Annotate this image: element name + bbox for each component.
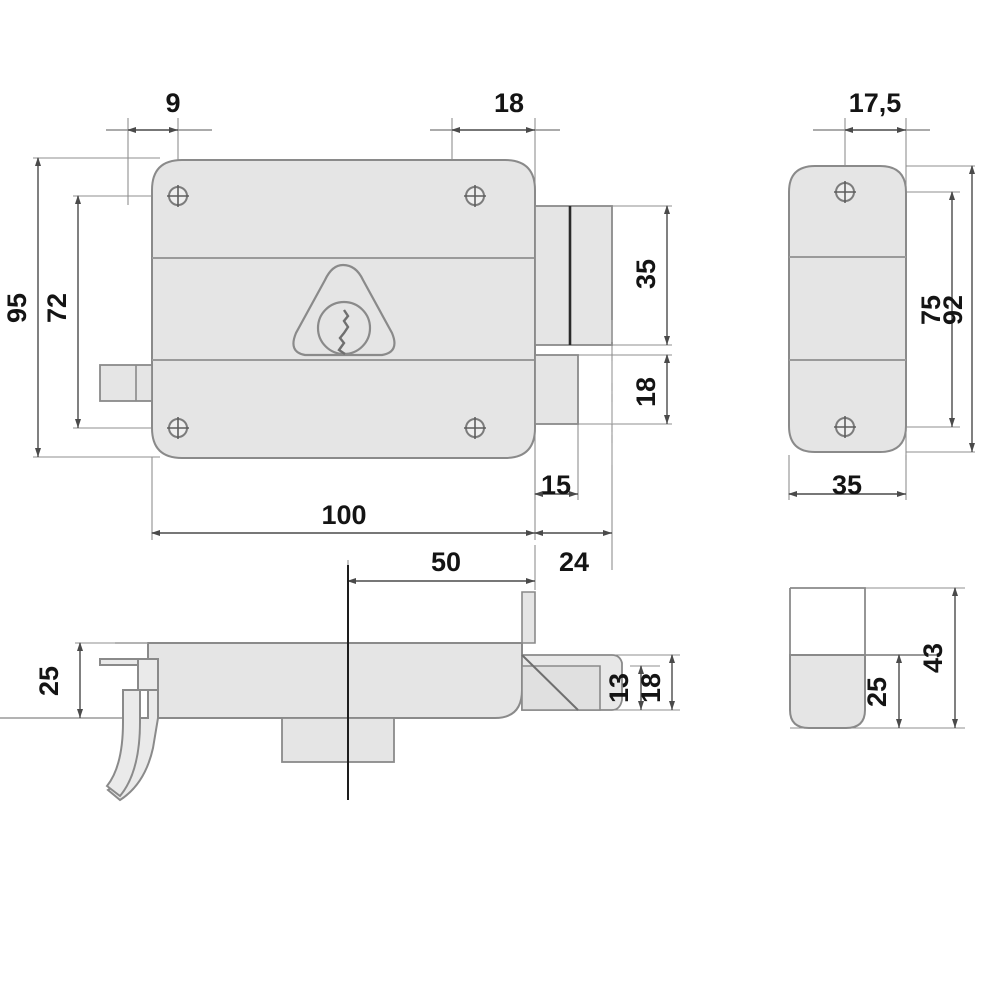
dim-label-95: 95 (2, 293, 32, 323)
front-dimension-lines (35, 127, 670, 584)
dim-label-25-left: 25 (34, 666, 64, 696)
br-outline-top (790, 587, 940, 656)
lock-body-outline (151, 159, 536, 459)
screw-hole-top-right (464, 185, 486, 207)
dim-label-18-right: 18 (631, 377, 661, 407)
dim-label-13: 13 (604, 673, 634, 703)
bolt-chamfer-line (521, 654, 579, 711)
case-section-outline (147, 642, 523, 719)
left-bolt-nub (99, 364, 153, 402)
keyhole-escutcheon (292, 263, 396, 357)
dim-label-43: 43 (918, 643, 948, 673)
side-dimension-lines (788, 127, 975, 497)
hook-bolt-profile (100, 658, 159, 798)
dim-label-92: 92 (938, 295, 968, 325)
side-screw-hole-top (834, 181, 856, 203)
dim-label-50: 50 (431, 547, 461, 577)
deadbolt-front (534, 205, 613, 346)
dim-label-75: 75 (916, 295, 946, 325)
dim-label-18-top: 18 (494, 88, 524, 118)
br-dimension-lines (896, 587, 958, 728)
dim-label-24: 24 (559, 547, 589, 577)
dim-label-17-5: 17,5 (849, 88, 902, 118)
latchbolt-front (534, 354, 579, 425)
dim-label-15: 15 (541, 470, 571, 500)
br-body (789, 654, 866, 729)
front-view: 9 18 95 72 35 18 100 15 50 24 (2, 88, 672, 590)
bottom-section-view: 25 13 18 (0, 565, 680, 802)
keyway-slot (337, 309, 350, 355)
screw-hole-bottom-right (464, 417, 486, 439)
faceplate-section (521, 591, 536, 644)
dim-label-35-bottom: 35 (832, 470, 862, 500)
side-body-outline (788, 165, 907, 453)
side-screw-hole-bottom (834, 416, 856, 438)
dim-label-18-mid: 18 (636, 673, 666, 703)
side-view: 17,5 75 92 35 (788, 88, 975, 500)
dim-label-100: 100 (321, 500, 366, 530)
case-bottom-nub (281, 717, 395, 763)
dim-label-35-right: 35 (631, 259, 661, 289)
bottom-dimension-lines (77, 642, 675, 718)
screw-hole-top-left (167, 185, 189, 207)
dim-label-72: 72 (42, 293, 72, 323)
dim-label-9: 9 (165, 88, 180, 118)
screw-hole-bottom-left (167, 417, 189, 439)
screw-holes-front (167, 185, 486, 439)
bolt-section-inner (521, 665, 601, 711)
dim-label-25-br: 25 (862, 677, 892, 707)
bottom-right-view: 25 43 (789, 587, 965, 729)
